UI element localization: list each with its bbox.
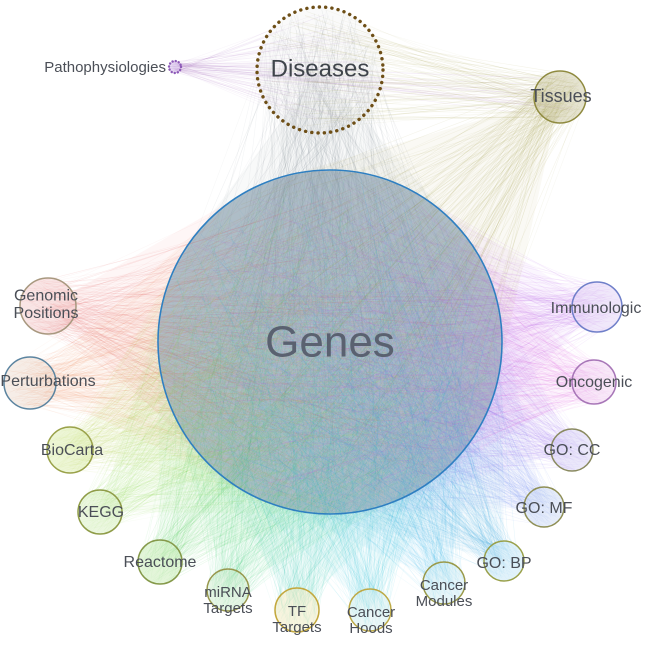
edges-immunologic-to-genes — [162, 174, 622, 498]
edges-tissues-to-genes — [170, 71, 585, 509]
label-go_bp: GO: BP — [476, 555, 531, 572]
edges-kegg-to-genes — [78, 181, 486, 534]
edges-tf_targets-to-genes — [163, 178, 499, 632]
edge-wedge-diseases — [158, 70, 502, 514]
node-oncogenic[interactable] — [571, 359, 617, 405]
node-genomic_positions[interactable] — [19, 277, 77, 335]
edges-go_cc-to-genes — [176, 180, 593, 501]
node-genes[interactable] — [157, 169, 503, 515]
edges-pathophysiologies-to-tissues — [170, 62, 579, 119]
edge-wedge-oncogenic — [158, 170, 594, 514]
node-cancer_modules[interactable] — [422, 561, 466, 605]
node-tissues[interactable] — [533, 70, 587, 124]
label-go_cc: GO: CC — [544, 442, 601, 459]
edge-wedge-immunologic — [158, 171, 598, 514]
edge-wedge-biocarta — [70, 170, 502, 514]
edge-wedge-cancer_hoods — [158, 170, 502, 610]
node-pathophysiologies[interactable] — [167, 59, 183, 75]
label-kegg: KEGG — [78, 504, 124, 521]
edges-reactome-to-genes — [139, 176, 498, 584]
node-go_bp[interactable] — [483, 540, 525, 582]
edges-biocarta-to-genes — [47, 171, 486, 514]
node-reactome[interactable] — [137, 539, 183, 585]
node-tf_targets[interactable] — [274, 587, 320, 633]
label-diseases: Diseases — [271, 55, 370, 82]
label-immunologic: Immunologic — [551, 300, 642, 317]
edge-wedge-mirna_targets — [158, 170, 502, 591]
label-genes: Genes — [265, 318, 395, 367]
edge-wedge-go_mf — [158, 170, 544, 514]
edge-wedge-genomic_positions — [48, 170, 502, 513]
edge-wedge-kegg — [100, 170, 502, 514]
label-go_mf: GO: MF — [516, 500, 573, 517]
nodes-layer — [3, 5, 623, 633]
node-go_cc[interactable] — [550, 428, 594, 472]
node-cancer_hoods[interactable] — [348, 588, 392, 632]
edge-wedge-tissues — [158, 97, 560, 514]
node-immunologic[interactable] — [571, 281, 623, 333]
label-biocarta: BioCarta — [41, 442, 103, 459]
edges-cancer_hoods-to-genes — [173, 182, 498, 630]
label-tissues: Tissues — [530, 86, 591, 106]
edges-diseases-to-genes — [161, 9, 500, 514]
edges-mirna_targets-to-genes — [167, 184, 496, 610]
edge-wedge-go_bp — [158, 170, 504, 561]
label-reactome: Reactome — [124, 554, 197, 571]
edges-genomic_positions-to-genes — [20, 179, 492, 514]
edge-wedges-layer — [30, 70, 598, 610]
node-biocarta[interactable] — [46, 426, 94, 474]
label-perturbations: Perturbations — [0, 373, 95, 390]
label-pathophysiologies: Pathophysiologies — [44, 59, 166, 76]
node-perturbations[interactable] — [3, 356, 57, 410]
node-diseases[interactable] — [255, 5, 385, 135]
edges-oncogenic-to-genes — [161, 174, 615, 512]
edge-wedge-perturbations — [30, 170, 502, 514]
edges-cancer_modules-to-genes — [163, 172, 495, 604]
node-go_mf[interactable] — [523, 486, 565, 528]
edge-wedge-reactome — [158, 170, 502, 562]
label-oncogenic: Oncogenic — [556, 374, 633, 391]
edge-wedge-cancer_modules — [158, 170, 502, 583]
labels-layer: Genes Pathophysiologies DiseasesTissuesGen… — [0, 55, 641, 637]
edge-wedge-tf_targets — [159, 170, 502, 610]
edges-layer — [5, 8, 622, 632]
node-kegg[interactable] — [77, 489, 123, 535]
edges-perturbations-to-genes — [5, 181, 501, 511]
edge-wedge-go_cc — [158, 170, 572, 514]
edges-tissues-to-diseases — [258, 8, 583, 128]
edges-go_mf-to-genes — [166, 180, 564, 527]
node-mirna_targets[interactable] — [206, 568, 250, 612]
